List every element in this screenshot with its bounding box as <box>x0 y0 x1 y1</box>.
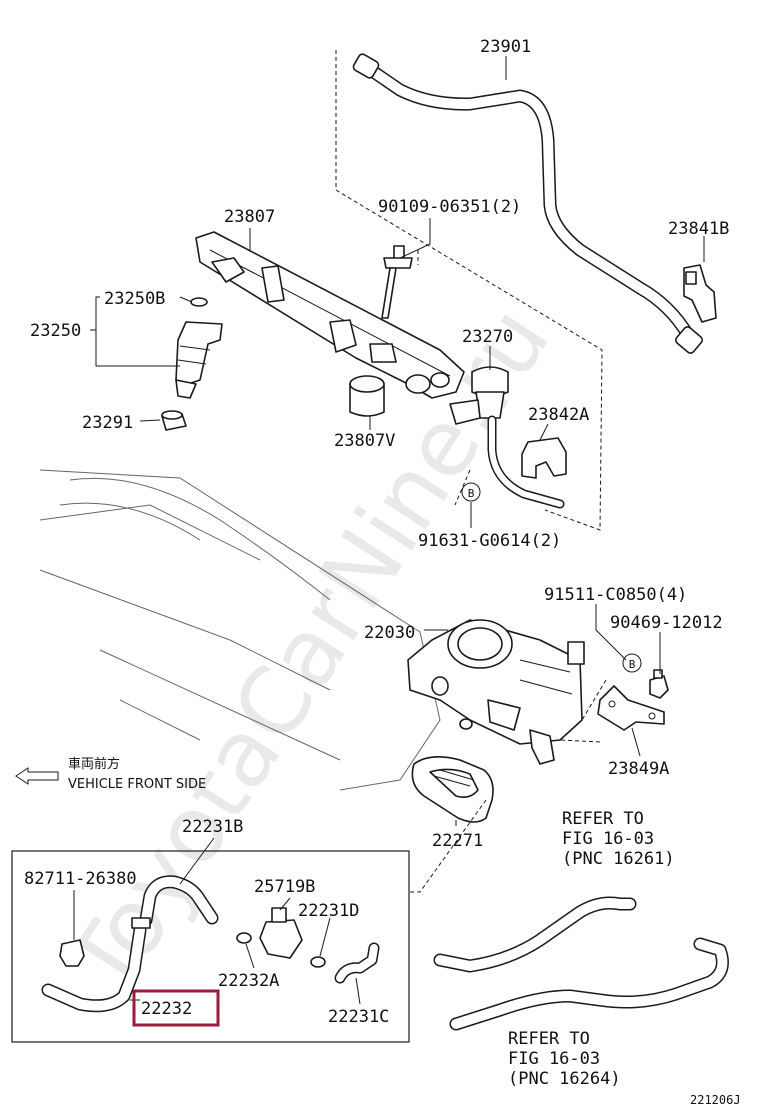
part-90109-bolt <box>381 245 413 319</box>
label-23250B: 23250B <box>104 289 165 309</box>
part-22232-hose <box>41 917 151 1013</box>
label-82711: 82711-26380 <box>24 869 137 889</box>
label-22231B: 22231B <box>182 817 243 837</box>
dashed-guides-lower <box>410 679 607 893</box>
label-91511: 91511-C0850(4) <box>544 585 687 605</box>
refer-note-1: REFER TO FIG 16-03 (PNC 16261) <box>562 809 675 869</box>
callout-b-upper: B <box>461 482 481 502</box>
part-23270-regulator <box>449 366 565 509</box>
part-25719B-valve <box>259 907 303 959</box>
leader-lines <box>73 56 705 1005</box>
label-22231C: 22231C <box>328 1007 389 1027</box>
callout-b-lower: B <box>622 653 642 673</box>
part-22231B-hose <box>139 875 219 927</box>
svg-text:(PNC 16261): (PNC 16261) <box>562 849 675 869</box>
label-25719B: 25719B <box>254 877 315 897</box>
refer-hose-16264 <box>449 937 729 1031</box>
svg-text:(PNC 16264): (PNC 16264) <box>508 1069 621 1089</box>
part-23291-insulator <box>161 410 187 431</box>
svg-text:REFER TO: REFER TO <box>508 1029 590 1049</box>
label-23849A: 23849A <box>608 759 669 779</box>
part-labels: 23901 23841B 90109-06351(2) 23807 23250B… <box>24 37 729 1027</box>
part-22232A-clamp <box>236 932 252 944</box>
sub-assembly-box <box>11 850 410 1043</box>
label-22030: 22030 <box>364 623 415 643</box>
svg-text:B: B <box>468 487 475 500</box>
part-22231D-clamp <box>310 956 326 968</box>
svg-text:FIG 16-03: FIG 16-03 <box>562 829 654 849</box>
label-23807V: 23807V <box>334 431 395 451</box>
engine-background <box>39 469 441 791</box>
label-23842A: 23842A <box>528 405 589 425</box>
part-22030-throttle-body <box>407 619 585 765</box>
part-23807V-spacer <box>349 375 385 417</box>
part-23842A-clip <box>521 437 567 479</box>
refer-note-2: REFER TO FIG 16-03 (PNC 16264) <box>508 1029 621 1089</box>
part-23807-delivery-pipe <box>195 231 465 399</box>
direction-jp: 車両前方 <box>68 756 120 772</box>
part-23849A-bracket <box>597 685 665 731</box>
part-22271-gasket <box>411 756 494 823</box>
direction-en: VEHICLE FRONT SIDE <box>68 777 206 792</box>
label-22271: 22271 <box>432 831 483 851</box>
label-23270: 23270 <box>462 327 513 347</box>
part-90469-clip <box>649 669 669 699</box>
part-23841B-clip <box>683 264 717 323</box>
highlight-22232[interactable]: 22232 <box>132 989 220 1027</box>
svg-text:FIG 16-03: FIG 16-03 <box>508 1049 600 1069</box>
figure-code: 221206J <box>690 1093 741 1107</box>
label-23901: 23901 <box>480 37 531 57</box>
vehicle-front-indicator: 車両前方 VEHICLE FRONT SIDE <box>15 756 206 792</box>
part-23901-hose <box>352 53 704 354</box>
label-22232A: 22232A <box>218 971 279 991</box>
label-23841B: 23841B <box>668 219 729 239</box>
label-90109: 90109-06351(2) <box>378 197 521 217</box>
label-91631: 91631-G0614(2) <box>418 531 561 551</box>
label-90469: 90469-12012 <box>610 613 723 633</box>
label-22232: 22232 <box>141 999 192 1019</box>
arrow-left-icon <box>15 767 59 785</box>
svg-text:B: B <box>629 658 636 671</box>
part-22231C-hose <box>334 942 380 984</box>
label-22231D: 22231D <box>298 901 359 921</box>
highlight-box <box>132 989 220 1027</box>
svg-text:REFER TO: REFER TO <box>562 809 644 829</box>
label-23291: 23291 <box>82 413 133 433</box>
part-82711-clip <box>59 939 85 967</box>
label-23250: 23250 <box>30 321 81 341</box>
dashed-guides-upper <box>335 50 603 531</box>
part-23250-injector <box>175 297 223 399</box>
label-23807: 23807 <box>224 207 275 227</box>
refer-hose-16261 <box>433 896 637 973</box>
